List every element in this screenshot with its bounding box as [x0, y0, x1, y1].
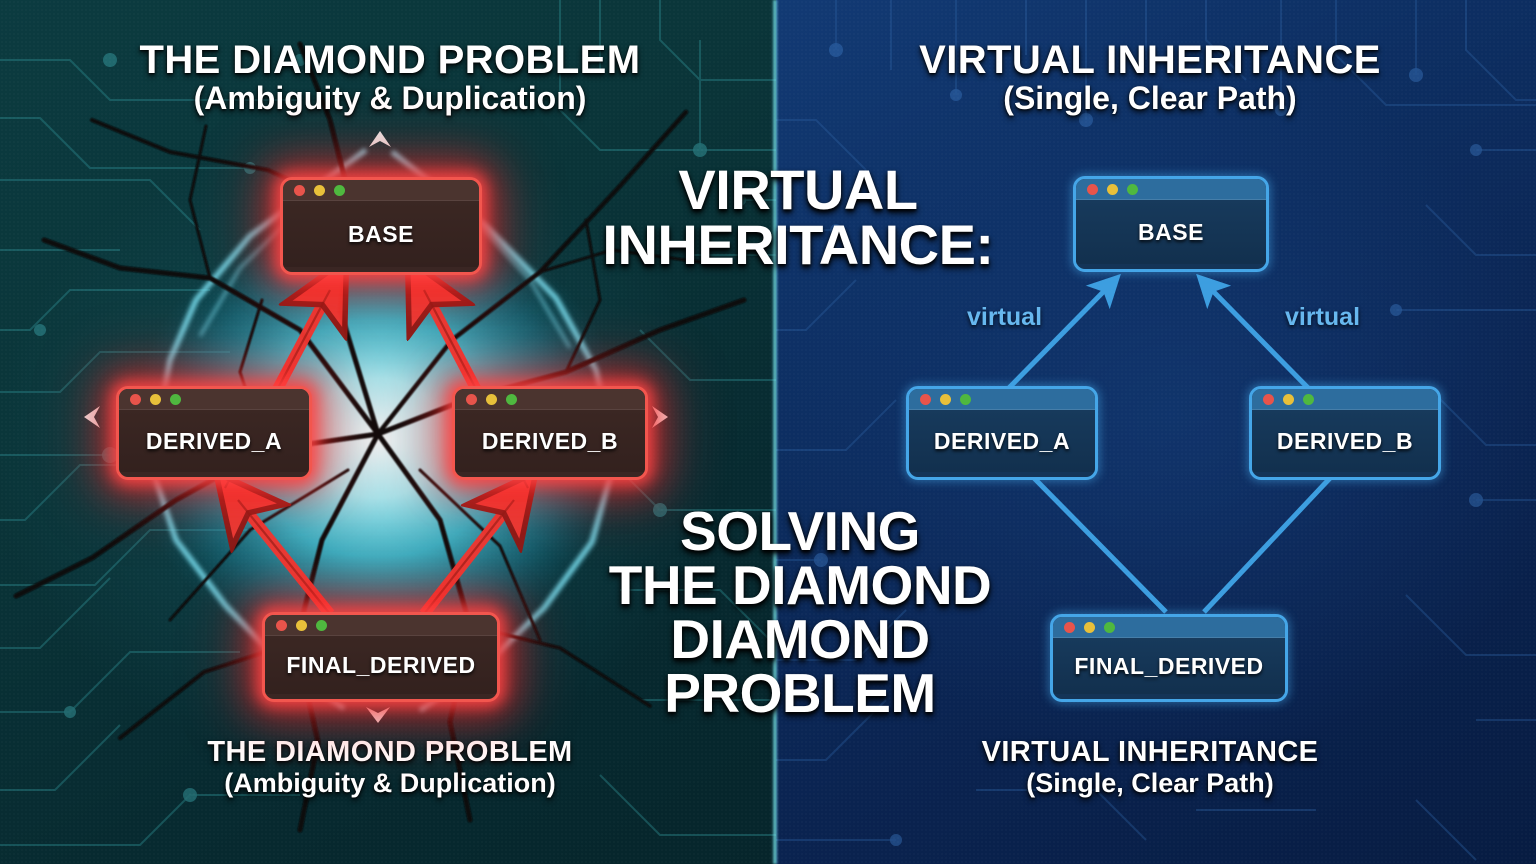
- minimize-dot-icon: [1107, 183, 1118, 195]
- minimize-dot-icon: [150, 393, 161, 405]
- overlay-bottom-line-1: SOLVING: [680, 500, 920, 562]
- right-header-subtitle: (Single, Clear Path): [1003, 79, 1297, 116]
- close-dot-icon: [130, 393, 141, 405]
- window-titlebar: [265, 615, 497, 636]
- maximize-dot-icon: [1127, 183, 1138, 195]
- node-label: FINAL_DERIVED: [1074, 652, 1264, 679]
- left-node-base[interactable]: BASE: [280, 177, 482, 275]
- left-node-derived-a[interactable]: DERIVED_A: [116, 386, 312, 480]
- overlay-title-top: VIRTUAL INHERITANCE:: [588, 158, 1008, 276]
- close-dot-icon: [294, 184, 305, 196]
- maximize-dot-icon: [1303, 393, 1314, 405]
- left-header-title: THE DIAMOND PROBLEM: [139, 38, 641, 82]
- node-label: DERIVED_B: [481, 427, 619, 454]
- minimize-dot-icon: [1084, 621, 1095, 633]
- maximize-dot-icon: [316, 619, 327, 631]
- node-label: DERIVED_B: [1276, 427, 1414, 454]
- left-node-final-derived[interactable]: FINAL_DERIVED: [262, 612, 500, 702]
- right-caption-title: VIRTUAL INHERITANCE: [981, 736, 1319, 768]
- window-body: DERIVED_B: [1252, 410, 1438, 472]
- right-node-base[interactable]: BASE: [1073, 176, 1269, 272]
- window-body: DERIVED_A: [119, 410, 309, 472]
- window-titlebar: [1053, 617, 1285, 638]
- window-titlebar: [455, 389, 645, 410]
- node-label: FINAL_DERIVED: [286, 651, 476, 678]
- minimize-dot-icon: [486, 393, 497, 405]
- virtual-label-left: virtual: [967, 303, 1043, 331]
- window-titlebar: [283, 180, 479, 201]
- window-body: FINAL_DERIVED: [1053, 638, 1285, 694]
- maximize-dot-icon: [170, 393, 181, 405]
- right-node-derived-b[interactable]: DERIVED_B: [1249, 386, 1441, 480]
- overlay-top-line-2: INHERITANCE:: [602, 212, 994, 276]
- minimize-dot-icon: [314, 184, 325, 196]
- node-label: DERIVED_A: [933, 427, 1071, 454]
- left-header: THE DIAMOND PROBLEM (Ambiguity & Duplica…: [40, 40, 740, 117]
- right-node-final-derived[interactable]: FINAL_DERIVED: [1050, 614, 1288, 702]
- maximize-dot-icon: [334, 184, 345, 196]
- close-dot-icon: [276, 619, 287, 631]
- node-label: BASE: [1138, 218, 1204, 245]
- window-body: DERIVED_A: [909, 410, 1095, 472]
- left-caption-subtitle: (Ambiguity & Duplication): [224, 767, 556, 798]
- minimize-dot-icon: [940, 393, 951, 405]
- node-label: DERIVED_A: [145, 427, 283, 454]
- close-dot-icon: [920, 393, 931, 405]
- right-header-title: VIRTUAL INHERITANCE: [919, 38, 1381, 82]
- close-dot-icon: [1263, 393, 1274, 405]
- minimize-dot-icon: [1283, 393, 1294, 405]
- maximize-dot-icon: [506, 393, 517, 405]
- maximize-dot-icon: [1104, 621, 1115, 633]
- right-node-derived-a[interactable]: DERIVED_A: [906, 386, 1098, 480]
- window-body: BASE: [1076, 200, 1266, 264]
- left-node-derived-b[interactable]: DERIVED_B: [452, 386, 648, 480]
- circuit-background-right: [776, 0, 1536, 861]
- left-caption-title: THE DIAMOND PROBLEM: [207, 736, 573, 768]
- window-body: DERIVED_B: [455, 410, 645, 472]
- window-titlebar: [909, 389, 1095, 410]
- left-header-subtitle: (Ambiguity & Duplication): [193, 79, 587, 116]
- window-body: BASE: [283, 201, 479, 267]
- left-caption: THE DIAMOND PROBLEM (Ambiguity & Duplica…: [40, 736, 740, 798]
- close-dot-icon: [1087, 183, 1098, 195]
- overlay-top-line-1: VIRTUAL: [678, 158, 918, 221]
- window-titlebar: [1076, 179, 1266, 200]
- overlay-bottom-line-3: DIAMOND: [670, 607, 930, 670]
- close-dot-icon: [466, 393, 477, 405]
- maximize-dot-icon: [960, 393, 971, 405]
- overlay-bottom-line-2: THE DIAMOND: [608, 553, 992, 616]
- overlay-title-bottom: SOLVING THE DIAMOND DIAMOND PROBLEM: [580, 500, 1020, 724]
- window-titlebar: [1252, 389, 1438, 410]
- node-label: BASE: [348, 220, 414, 247]
- right-caption: VIRTUAL INHERITANCE (Single, Clear Path): [800, 736, 1500, 798]
- panel-divider: [772, 0, 778, 864]
- right-header: VIRTUAL INHERITANCE (Single, Clear Path): [800, 40, 1500, 117]
- window-titlebar: [119, 389, 309, 410]
- virtual-label-right: virtual: [1285, 303, 1361, 331]
- minimize-dot-icon: [296, 619, 307, 631]
- window-body: FINAL_DERIVED: [265, 636, 497, 694]
- overlay-bottom-line-4: PROBLEM: [664, 661, 936, 724]
- right-caption-subtitle: (Single, Clear Path): [1026, 767, 1274, 798]
- close-dot-icon: [1064, 621, 1075, 633]
